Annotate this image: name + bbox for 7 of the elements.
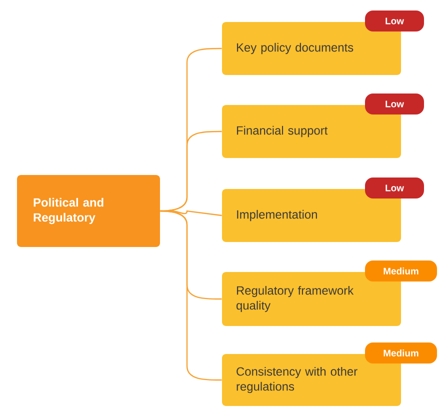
rating-badge: Low	[365, 10, 424, 32]
rating-badge: Low	[365, 178, 424, 198]
connector-line	[160, 210, 222, 381]
root-box: Political and Regulatory	[17, 175, 160, 247]
rating-badge: Low	[365, 94, 424, 114]
rating-badge: Medium	[365, 260, 437, 282]
rating-badge: Medium	[365, 342, 437, 364]
